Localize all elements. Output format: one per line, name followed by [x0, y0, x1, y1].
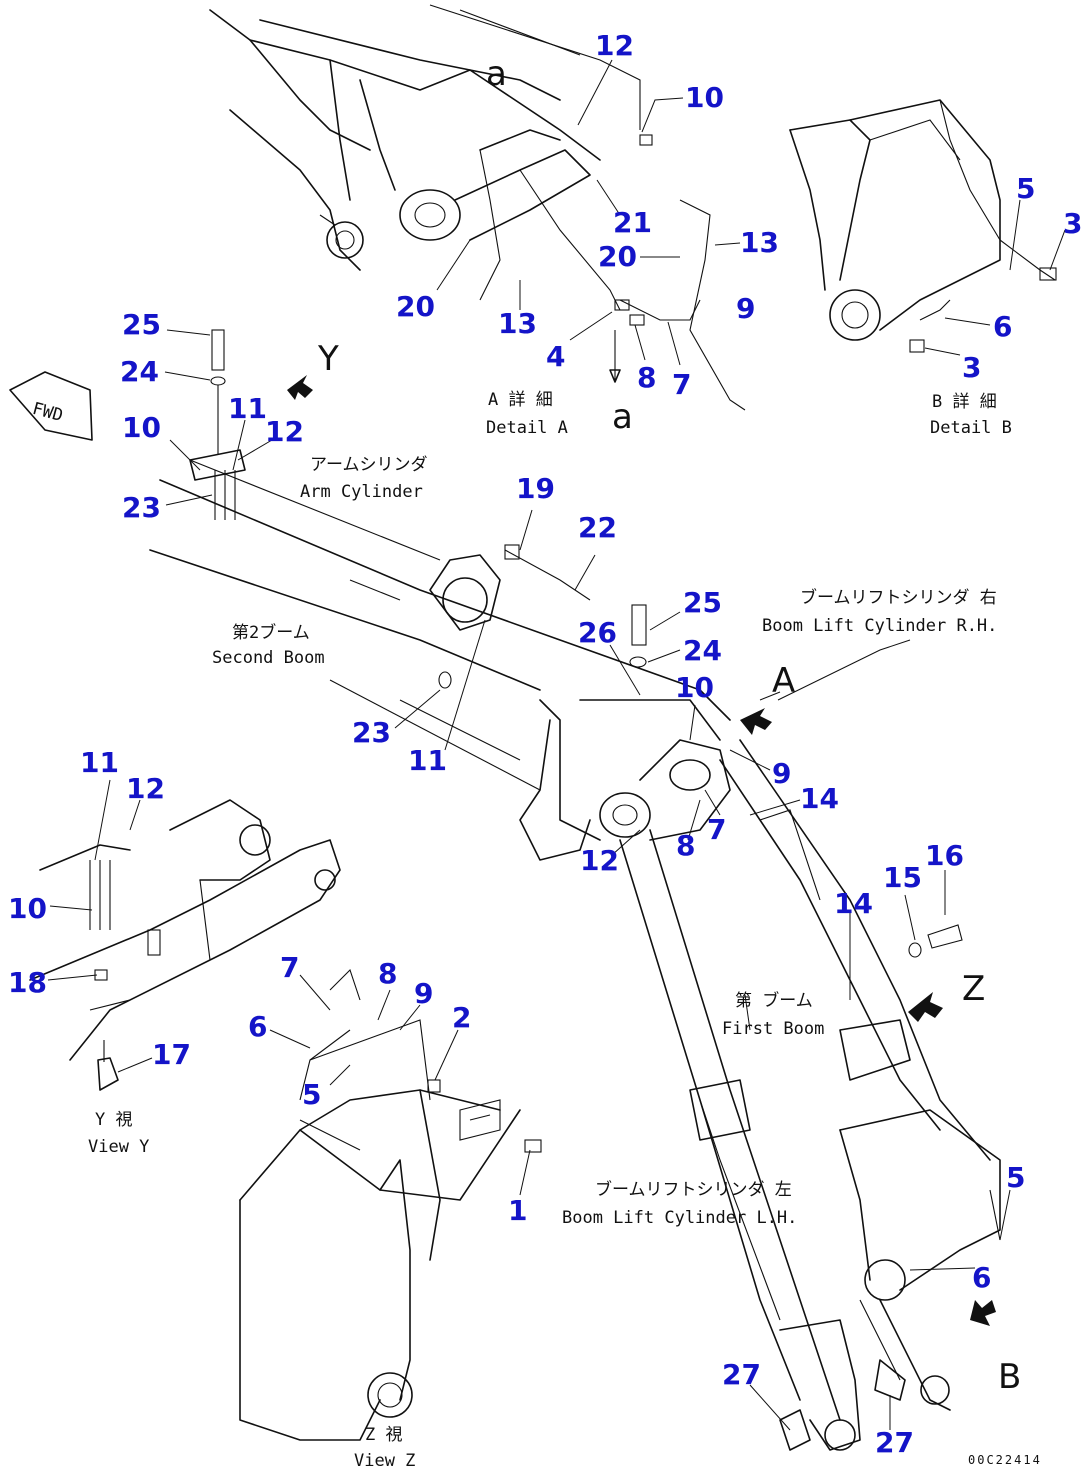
caption-detail-a: Detail A [486, 418, 568, 438]
callout-16: 16 [925, 839, 964, 872]
caption-arm-cylinder: Arm Cylinder [300, 482, 423, 502]
callout-4: 4 [546, 340, 565, 373]
caption-view-y-jp: Y 視 [95, 1110, 132, 1130]
callout-10: 10 [8, 892, 47, 925]
caption-second-boom: Second Boom [212, 648, 325, 668]
callout-18: 18 [8, 966, 47, 999]
detail-a-drawing [209, 4, 746, 411]
second-boom-drawing [149, 329, 731, 861]
fwd-arrow: FWD [9, 371, 93, 441]
callout-11: 11 [80, 746, 119, 779]
callout-12: 12 [595, 29, 634, 62]
callout-14: 14 [800, 782, 839, 815]
callout-20: 20 [396, 290, 435, 323]
caption-detail-b-jp: B 詳 細 [932, 392, 997, 412]
arrow-y-icon [287, 375, 313, 400]
callout-8: 8 [378, 957, 397, 990]
view-letter-b: B [998, 1357, 1021, 1397]
document-code: 00C22414 [968, 1453, 1042, 1467]
callout-27: 27 [875, 1426, 914, 1459]
callout-22: 22 [578, 511, 617, 544]
caption-view-z: View Z [354, 1451, 415, 1471]
callout-10: 10 [685, 81, 724, 114]
callout-23: 23 [122, 491, 161, 524]
callout-8: 8 [676, 829, 695, 862]
callout-6: 6 [972, 1261, 991, 1294]
callout-26: 26 [578, 616, 617, 649]
callout-21: 21 [613, 206, 652, 239]
caption-boom-lh: Boom Lift Cylinder L.H. [562, 1208, 797, 1228]
callout-11: 11 [408, 744, 447, 777]
callout-12: 12 [126, 772, 165, 805]
callout-7: 7 [707, 813, 726, 846]
arrow-a-icon [740, 708, 772, 735]
callout-24: 24 [120, 355, 159, 388]
caption-second-boom-jp: 第2ブーム [232, 622, 310, 643]
callout-10: 10 [675, 671, 714, 704]
callout-6: 6 [248, 1010, 267, 1043]
callout-7: 7 [280, 951, 299, 984]
first-boom-drawing [619, 739, 1001, 1451]
view-y-drawing [29, 799, 341, 1091]
callout-12: 12 [265, 415, 304, 448]
callout-19: 19 [516, 472, 555, 505]
caption-arm-cylinder-jp: アームシリンダ [310, 455, 427, 475]
small-letter-b: a [612, 397, 633, 437]
leader-lines [47, 59, 1066, 1431]
callout-8: 8 [637, 361, 656, 394]
view-letters: Y A Z B a a [317, 54, 1021, 1397]
callout-5: 5 [1016, 172, 1035, 205]
callout-5: 5 [1006, 1161, 1025, 1194]
callout-5: 5 [302, 1078, 321, 1111]
caption-detail-a-jp: A 詳 細 [488, 390, 553, 410]
caption-boom-rh: Boom Lift Cylinder R.H. [762, 616, 997, 636]
callout-24: 24 [683, 634, 722, 667]
callout-7: 7 [672, 368, 691, 401]
callout-11: 11 [228, 392, 267, 425]
callout-17: 17 [152, 1038, 191, 1071]
callout-3: 3 [1063, 207, 1082, 240]
callout-20: 20 [598, 240, 637, 273]
callout-1: 1 [508, 1194, 527, 1227]
fwd-label: FWD [30, 399, 65, 426]
caption-boom-lh-jp: ブームリフトシリンダ 左 [595, 1179, 792, 1200]
caption-detail-b: Detail B [930, 418, 1012, 438]
callout-3: 3 [962, 351, 981, 384]
callout-13: 13 [498, 307, 537, 340]
callout-9: 9 [772, 757, 791, 790]
callout-13: 13 [740, 226, 779, 259]
caption-view-z-jp: Z 視 [365, 1425, 402, 1445]
callout-14: 14 [834, 887, 873, 920]
caption-first-boom-jp: 第 ブーム [735, 990, 813, 1011]
arrow-z-icon [908, 992, 943, 1022]
callout-15: 15 [883, 861, 922, 894]
view-arrows [287, 375, 996, 1326]
callout-27: 27 [722, 1358, 761, 1391]
caption-boom-rh-jp: ブームリフトシリンダ 右 [800, 587, 997, 608]
callout-23: 23 [352, 716, 391, 749]
callout-9: 9 [414, 977, 433, 1010]
callouts: 12 10 21 20 13 20 13 9 4 8 7 5 3 6 3 25 … [8, 29, 1082, 1459]
callout-6: 6 [993, 310, 1012, 343]
arrow-b-icon [970, 1300, 996, 1326]
captions: A 詳 細 Detail A B 詳 細 Detail B アームシリンダ Ar… [88, 390, 1042, 1471]
callout-9: 9 [736, 292, 755, 325]
view-letter-y: Y [317, 339, 339, 379]
callout-25: 25 [683, 586, 722, 619]
view-letter-z: Z [962, 969, 985, 1009]
callout-2: 2 [452, 1001, 471, 1034]
callout-12: 12 [580, 844, 619, 877]
view-z-drawing [239, 968, 542, 1441]
caption-view-y: View Y [88, 1137, 149, 1157]
small-letter-a: a [486, 54, 507, 94]
callout-25: 25 [122, 308, 161, 341]
callout-10: 10 [122, 411, 161, 444]
caption-first-boom: First Boom [722, 1019, 824, 1039]
detail-b-drawing [789, 99, 1057, 353]
view-letter-a: A [772, 661, 795, 701]
